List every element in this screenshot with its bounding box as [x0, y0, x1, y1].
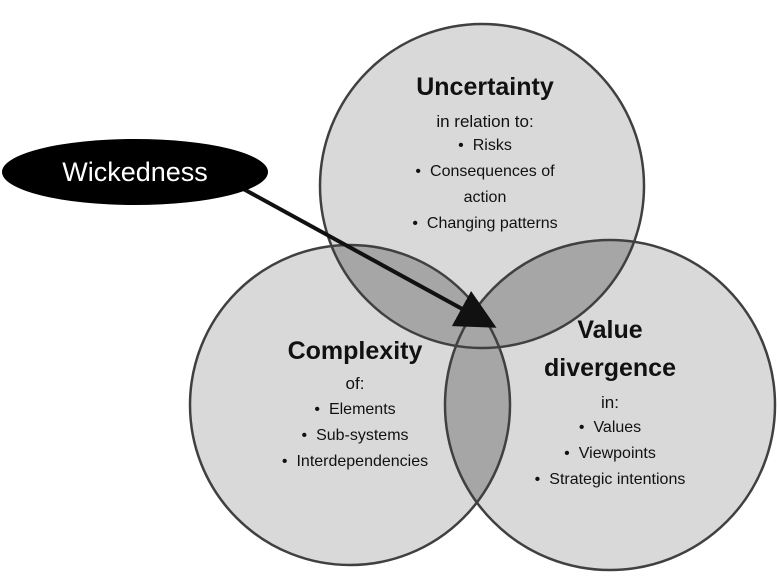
uncertainty-subtitle: in relation to:: [436, 112, 534, 131]
outline-uncertainty: [318, 22, 646, 350]
uncertainty-item: Changing patterns: [380, 211, 590, 237]
value-divergence-item: Values: [500, 415, 720, 441]
uncertainty-item-continuation: action: [463, 189, 507, 206]
uncertainty-item: Consequences of: [380, 159, 590, 185]
complexity-subtitle: of:: [345, 374, 365, 393]
uncertainty-list: Risks Consequences of action Changing pa…: [380, 133, 590, 237]
complexity-item: Elements: [250, 397, 460, 423]
uncertainty-title: Uncertainty: [416, 73, 554, 101]
wickedness-ellipse: [2, 139, 268, 205]
value-divergence-list: Values Viewpoints Strategic intentions: [500, 415, 720, 493]
overlap-uncertainty-value: [445, 240, 644, 348]
value-divergence-item: Viewpoints: [500, 441, 720, 467]
value-divergence-title-line1: Value: [577, 316, 643, 344]
value-divergence-title-line2: divergence: [543, 354, 676, 382]
wickedness-arrow: [237, 184, 497, 328]
complexity-title: Complexity: [287, 337, 423, 365]
complexity-item: Interdependencies: [250, 449, 460, 475]
outline-complexity: [188, 243, 512, 567]
value-divergence-subtitle: in:: [601, 393, 619, 412]
overlap-uncertainty-complexity: [320, 245, 510, 348]
value-divergence-item: Strategic intentions: [500, 467, 720, 493]
uncertainty-item: Risks: [380, 133, 590, 159]
complexity-item: Sub-systems: [250, 423, 460, 449]
wickedness-label: Wickedness: [62, 157, 208, 187]
complexity-list: Elements Sub-systems Interdependencies: [250, 397, 460, 475]
